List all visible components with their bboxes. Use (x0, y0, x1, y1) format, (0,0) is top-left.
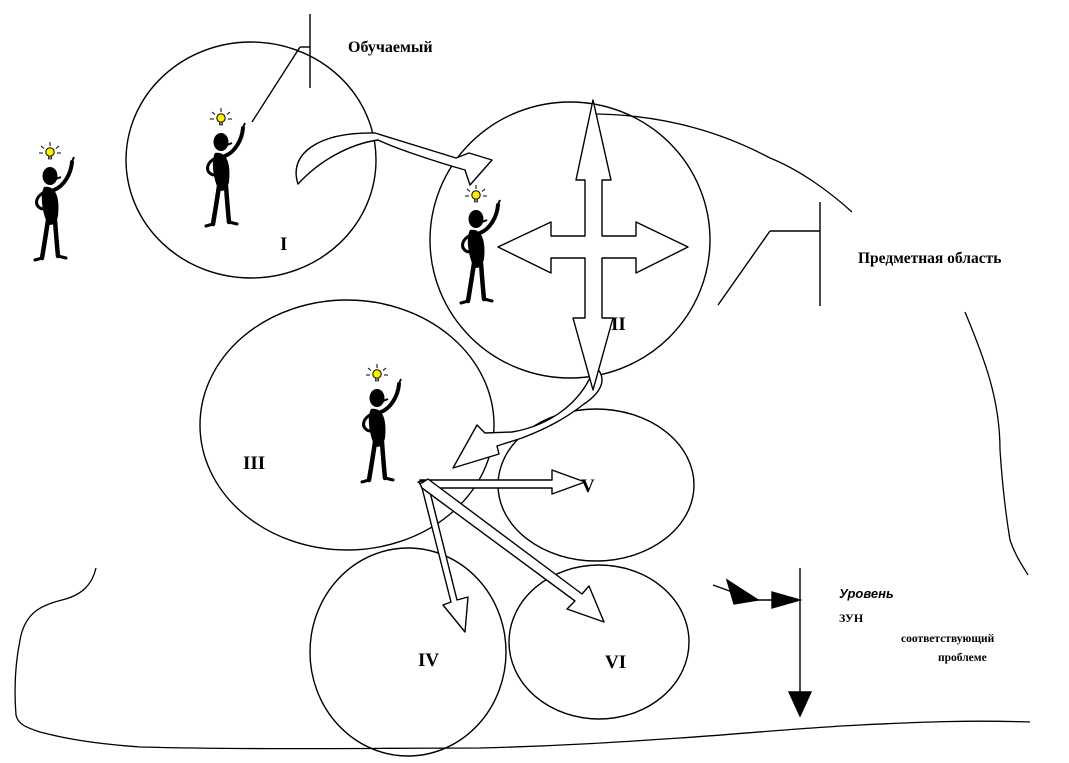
person-with-idea-icon (206, 108, 245, 226)
learner-label: Обучаемый (348, 39, 433, 56)
person-with-idea-icon (35, 142, 74, 260)
zone-circle-I (125, 41, 377, 279)
zone-label-VI: VI (605, 652, 626, 673)
four-way-arrow (497, 99, 689, 391)
level-arrow (712, 568, 813, 718)
subject-area-boundary (14, 113, 1031, 750)
level-zun: ЗУН (839, 611, 864, 625)
zone-label-I: I (280, 234, 287, 255)
arrow-III-to-V (419, 469, 586, 495)
person-with-idea-icon (461, 185, 500, 303)
zone-label-V: V (581, 476, 595, 497)
person-with-idea-icon (362, 364, 401, 482)
zone-circle-VI (508, 564, 690, 720)
zone-label-III: III (243, 453, 265, 474)
zone-circle-IV (309, 547, 507, 757)
level-desc-line1: соответствующий (901, 633, 995, 645)
zone-label-IV: IV (418, 650, 439, 671)
arrow-I-to-II (295, 132, 493, 186)
arrow-III-to-IV (417, 479, 469, 633)
zone-label-II: II (611, 314, 626, 335)
zone-circle-II (429, 101, 711, 379)
arrow-II-to-III (452, 365, 603, 469)
bracket-subject-area (717, 202, 821, 306)
zone-circle-III (199, 299, 495, 551)
level-title: Уровень (839, 586, 894, 601)
arrow-III-to-VI (419, 478, 605, 623)
subject-area-label: Предметная область (858, 250, 1001, 267)
level-desc-line2: проблеме (938, 652, 987, 664)
bracket-learner (251, 14, 311, 123)
